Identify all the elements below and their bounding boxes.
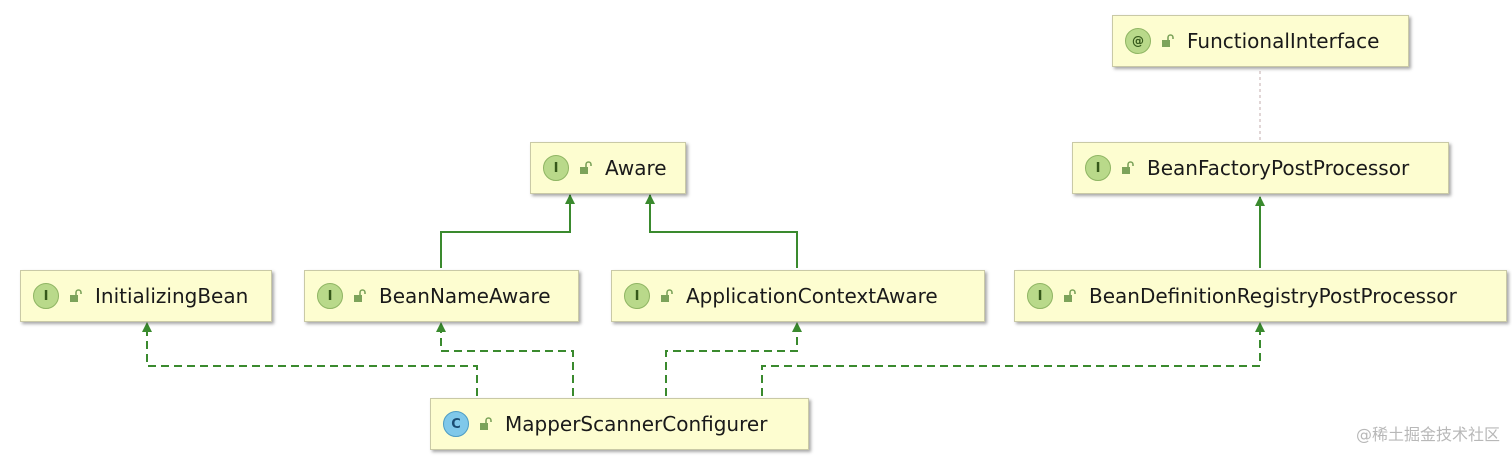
edge-mapper-to-initializing-bean [142,322,478,396]
unlocked-icon [480,417,492,430]
node-label: InitializingBean [95,284,249,308]
interface-badge-icon: I [624,283,650,309]
node-label: ApplicationContextAware [686,284,938,308]
node-initializing-bean[interactable]: I InitializingBean [20,270,272,322]
interface-badge-icon: I [1085,155,1111,181]
node-label: MapperScannerConfigurer [505,412,768,436]
node-bean-name-aware[interactable]: I BeanNameAware [304,270,579,322]
unlocked-icon [354,289,366,302]
interface-badge-icon: I [33,283,59,309]
unlocked-icon [1064,289,1076,302]
node-mapper-scanner-configurer[interactable]: C MapperScannerConfigurer [430,398,809,450]
interface-badge-icon: I [1027,283,1053,309]
edge-application-context-aware-to-aware [645,194,798,268]
node-aware[interactable]: I Aware [530,142,686,194]
class-badge-icon: C [443,411,469,437]
unlocked-icon [70,289,82,302]
node-label: Aware [605,156,667,180]
watermark: @稀土掘金技术社区 [1355,425,1500,444]
node-label: BeanDefinitionRegistryPostProcessor [1089,284,1457,308]
unlocked-icon [1122,161,1134,174]
node-bean-definition-registry-post-processor[interactable]: I BeanDefinitionRegistryPostProcessor [1014,270,1507,322]
interface-badge-icon: I [317,283,343,309]
unlocked-icon [580,161,592,174]
edge-bean-name-aware-to-aware [440,194,575,268]
edge-mapper-to-bdrpp [761,322,1265,396]
node-label: FunctionalInterface [1187,29,1380,53]
edge-mapper-to-application-context-aware [665,322,802,396]
node-bean-factory-post-processor[interactable]: I BeanFactoryPostProcessor [1072,142,1449,194]
unlocked-icon [1162,34,1174,47]
edge-mapper-to-bean-name-aware [436,322,574,396]
unlocked-icon [661,289,673,302]
interface-badge-icon: I [543,155,569,181]
node-label: BeanNameAware [379,284,551,308]
node-application-context-aware[interactable]: I ApplicationContextAware [611,270,985,322]
annotation-badge-icon: @ [1125,28,1151,54]
node-functional-interface[interactable]: @ FunctionalInterface [1112,15,1409,67]
node-label: BeanFactoryPostProcessor [1147,156,1410,180]
